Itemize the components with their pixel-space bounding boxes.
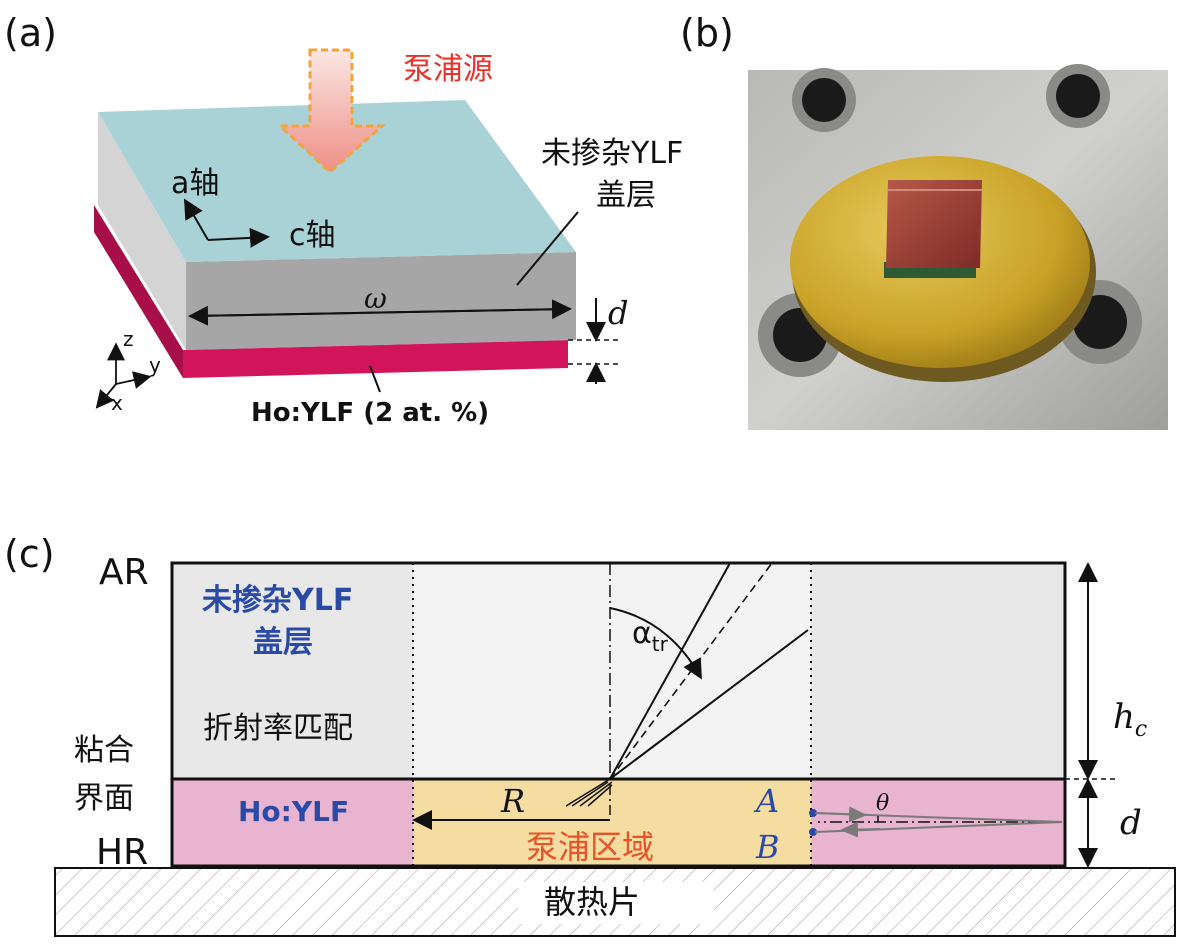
cap-front-face — [186, 252, 576, 350]
heat-sink-label: 散热片 — [544, 883, 640, 921]
alpha-symbol: αtr — [632, 616, 669, 656]
a-axis-label: a轴 — [171, 166, 219, 201]
panel-label-a: (a) — [4, 11, 57, 55]
trapping-rays — [565, 562, 809, 807]
cap-left-face — [98, 112, 186, 350]
index-match-label: 折射率匹配 — [203, 711, 353, 746]
point-b-marker — [809, 828, 817, 836]
radius-symbol: R — [500, 782, 525, 820]
cap-center-region — [413, 563, 811, 779]
d-symbol: d — [1120, 803, 1142, 843]
doped-layer-front-face — [183, 340, 568, 378]
doped-border — [170, 777, 1067, 868]
hr-label: HR — [96, 832, 148, 873]
c-axis-label: c轴 — [289, 218, 336, 253]
ar-label: AR — [99, 552, 149, 593]
doped-layer-label: Ho:YLF (2 at. %) — [251, 398, 489, 428]
thickness-symbol: d — [608, 294, 628, 332]
pump-arrow — [276, 48, 386, 175]
hc-symbol: hc — [1113, 697, 1147, 742]
screw-hole — [1046, 64, 1110, 128]
coord-x-label: x — [111, 391, 123, 415]
thickness-dimension — [568, 298, 620, 384]
cap-region-line2: 盖层 — [253, 625, 313, 660]
doped-leader-line — [369, 365, 381, 393]
crystal-3d-block — [94, 100, 576, 378]
cap-label-line2: 盖层 — [596, 178, 656, 213]
crystal-chip — [886, 180, 982, 268]
panel-label-c: (c) — [4, 532, 55, 576]
cap-leader-line — [516, 211, 579, 286]
crystal-mount-photo — [748, 64, 1168, 430]
point-a-label: A — [753, 782, 779, 820]
point-b-label: B — [755, 828, 780, 866]
bond-interface-line1: 粘合 — [74, 733, 134, 768]
width-symbol: ω — [364, 282, 387, 315]
doped-layer-left-face — [94, 205, 183, 378]
cap-top-face — [98, 100, 576, 262]
cap-label-line1: 未掺杂YLF — [541, 136, 683, 171]
coord-y-label: y — [149, 353, 161, 377]
edge-rays — [814, 806, 1063, 838]
pump-source-label: 泵浦源 — [403, 52, 493, 87]
thickness-dimensions — [1065, 562, 1115, 868]
coordinate-triad — [95, 342, 152, 409]
pump-zone — [413, 779, 811, 866]
ho-ylf-label: Ho:YLF — [238, 795, 349, 828]
screw-hole — [792, 68, 856, 132]
theta-symbol: θ — [876, 791, 889, 816]
point-a-marker — [809, 809, 817, 817]
width-dimension — [188, 299, 572, 326]
bond-interface-line2: 界面 — [74, 781, 134, 816]
crystal-axes — [183, 198, 270, 248]
pump-region-label: 泵浦区域 — [526, 828, 654, 866]
cap-region-line1: 未掺杂YLF — [202, 583, 353, 618]
coord-z-label: z — [123, 327, 134, 351]
panel-label-b: (b) — [680, 11, 734, 55]
heat-sink-label-bg — [518, 882, 714, 924]
